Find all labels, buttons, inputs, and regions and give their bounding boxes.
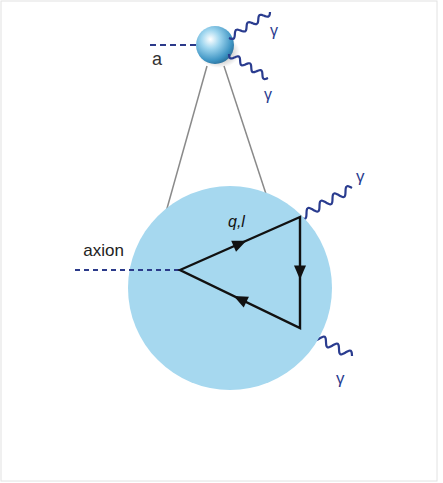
vertex-sphere <box>196 26 234 64</box>
circle-fill <box>128 186 332 390</box>
photon-wave <box>229 12 270 39</box>
loop-circle: axionq,l <box>128 186 332 390</box>
particle-name: a <box>152 50 162 70</box>
particle-name: axion <box>83 242 124 261</box>
photon-label: γ <box>270 22 278 40</box>
arrow-head <box>231 291 249 308</box>
axion-dashed-line <box>150 44 196 46</box>
frame <box>1 1 437 481</box>
arrow-head <box>231 235 249 252</box>
zoom-line <box>224 66 267 197</box>
arrow-head <box>294 266 306 280</box>
photon-label: γ <box>264 86 272 104</box>
photon-label: γ <box>336 370 345 389</box>
photon-label: γ <box>356 168 365 187</box>
photon-wave <box>229 54 268 79</box>
loop-label: q,l <box>228 213 245 231</box>
zoom-line <box>166 66 207 212</box>
fermion-loop <box>180 217 300 328</box>
photon-wave <box>300 186 352 219</box>
axion-dashed-line <box>75 269 180 271</box>
